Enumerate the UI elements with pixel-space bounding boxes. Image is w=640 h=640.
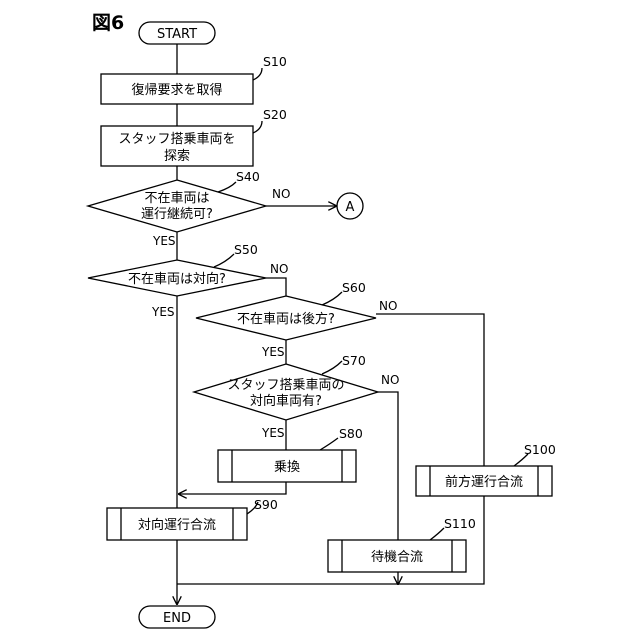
connector-a: A bbox=[337, 193, 363, 219]
end-label: END bbox=[163, 611, 191, 626]
step-s20-box: スタッフ搭乗車両を 探索 bbox=[101, 126, 253, 166]
s60-leader bbox=[322, 292, 342, 305]
process-s80: 乗換 bbox=[218, 450, 356, 482]
s40-step-label: S40 bbox=[236, 169, 260, 184]
connector-a-label: A bbox=[346, 200, 355, 215]
s20-text-line2: 探索 bbox=[164, 149, 190, 164]
s20-step-label: S20 bbox=[263, 107, 287, 122]
s110-step-label: S110 bbox=[444, 516, 476, 531]
decision-s40: 不在車両は 運行継続可? bbox=[88, 180, 266, 232]
s70-step-label: S70 bbox=[342, 353, 366, 368]
s40-text-line2: 運行継続可? bbox=[141, 207, 213, 222]
s110-leader bbox=[430, 528, 444, 540]
s70-leader bbox=[322, 361, 342, 374]
s20-text-line1: スタッフ搭乗車両を bbox=[118, 131, 235, 147]
s110-text: 待機合流 bbox=[371, 550, 423, 565]
s60-step-label: S60 bbox=[342, 280, 366, 295]
decision-s60: 不在車両は後方? bbox=[196, 296, 376, 340]
s80-text: 乗換 bbox=[274, 460, 300, 475]
s70-text-line2: 対向車両有? bbox=[250, 393, 322, 409]
s90-text: 対向運行合流 bbox=[138, 517, 216, 533]
s40-yes-label: YES bbox=[152, 234, 176, 248]
s10-leader bbox=[253, 68, 262, 80]
s60-no-label: NO bbox=[379, 299, 397, 313]
s60-yes-label: YES bbox=[261, 345, 285, 359]
process-s90: 対向運行合流 bbox=[107, 508, 247, 540]
s60-text: 不在車両は後方? bbox=[237, 311, 335, 327]
start-terminal: START bbox=[139, 22, 215, 44]
s70-yes-label: YES bbox=[261, 426, 285, 440]
s10-text: 復帰要求を取得 bbox=[131, 82, 222, 98]
s50-yes-label: YES bbox=[151, 305, 175, 319]
s50-step-label: S50 bbox=[234, 242, 258, 257]
s100-text: 前方運行合流 bbox=[445, 474, 523, 490]
s40-leader bbox=[218, 182, 236, 192]
s100-step-label: S100 bbox=[524, 442, 556, 457]
process-s110: 待機合流 bbox=[328, 540, 466, 572]
s70-text-line1: スタッフ搭乗車両の bbox=[227, 377, 344, 393]
s70-no-label: NO bbox=[381, 373, 399, 387]
decision-s70: スタッフ搭乗車両の 対向車両有? bbox=[194, 364, 378, 420]
s10-step-label: S10 bbox=[263, 54, 287, 69]
process-s100: 前方運行合流 bbox=[416, 466, 552, 496]
s40-no-label: NO bbox=[272, 187, 290, 201]
s20-leader bbox=[253, 121, 262, 133]
start-label: START bbox=[157, 27, 197, 42]
end-terminal: END bbox=[139, 606, 215, 628]
s50-no-label: NO bbox=[270, 262, 288, 276]
step-s10-box: 復帰要求を取得 bbox=[101, 74, 253, 104]
s40-text-line1: 不在車両は bbox=[144, 191, 209, 206]
s80-step-label: S80 bbox=[339, 426, 363, 441]
s80-leader bbox=[320, 438, 338, 450]
s50-text: 不在車両は対向? bbox=[128, 271, 226, 287]
s90-step-label: S90 bbox=[254, 497, 278, 512]
decision-s50: 不在車両は対向? bbox=[88, 260, 266, 296]
s50-leader bbox=[214, 254, 234, 267]
